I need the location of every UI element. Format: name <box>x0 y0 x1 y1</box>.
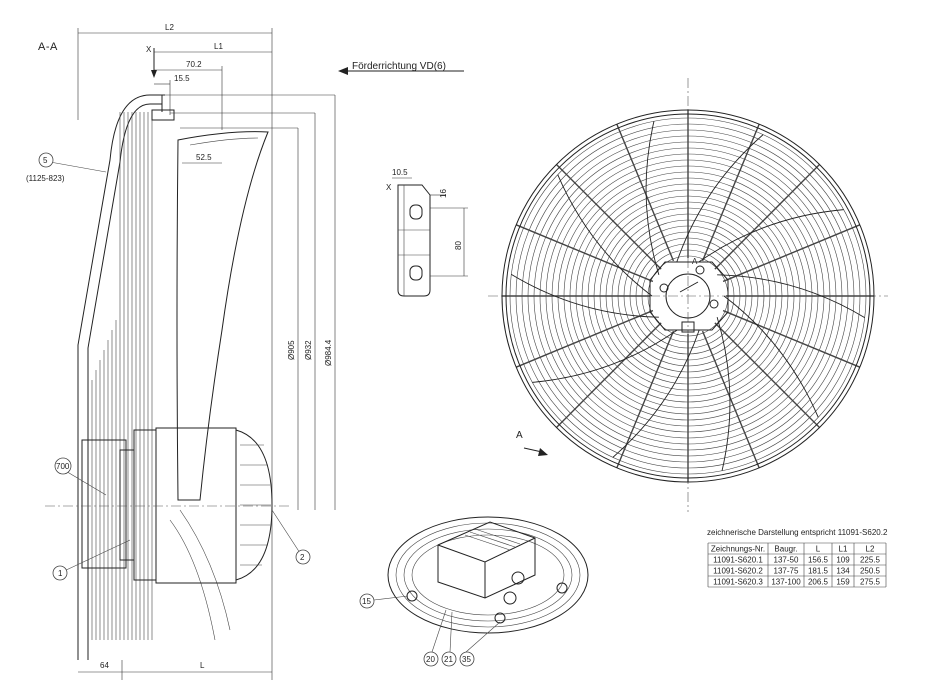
callout-2: 2 <box>300 553 305 562</box>
table-header-cell: L1 <box>839 545 848 554</box>
callout-21: 21 <box>444 655 453 664</box>
dim-dia-984: Ø984.4 <box>324 339 333 366</box>
table-cell: 134 <box>836 567 850 576</box>
table-cell: 275.5 <box>860 578 881 587</box>
table-cell: 137-75 <box>774 567 799 576</box>
dimension-table: zeichnerische Darstellung entspricht 110… <box>707 528 888 588</box>
guard-spoke <box>722 309 861 368</box>
dim-l1: L1 <box>214 42 223 51</box>
guard-spoke <box>714 322 821 429</box>
fan-blade-edge <box>723 295 819 418</box>
fan-blade-edge <box>716 317 731 471</box>
fan-blade-edge <box>557 174 653 297</box>
fan-blade-edge <box>717 274 865 318</box>
table-caption: zeichnerische Darstellung entspricht 110… <box>707 528 888 537</box>
detail-x-view: X 10.5 16 80 <box>386 168 468 297</box>
fan-blade-edge <box>645 121 660 275</box>
detail-dim-16: 16 <box>439 189 448 198</box>
table-cell: 159 <box>836 578 850 587</box>
callout-1: 1 <box>58 569 63 578</box>
table-cell: 137-50 <box>774 556 799 565</box>
callout-5: 5 <box>43 156 48 165</box>
perspective-detail: 15 20 21 35 <box>359 516 589 667</box>
guard-spoke <box>714 163 821 270</box>
callout-5-sub: (1125-823) <box>26 174 65 183</box>
guard-spoke <box>515 309 654 368</box>
table-cell: 137-100 <box>771 578 801 587</box>
dim-dia-932: Ø932 <box>304 340 313 360</box>
section-label: A-A <box>38 41 58 53</box>
table-header-cell: Zeichnungs-Nr. <box>711 545 765 554</box>
guard-spoke <box>722 224 861 283</box>
table-cell: 225.5 <box>860 556 881 565</box>
dim-l: L <box>200 661 205 670</box>
table-cell: 181.5 <box>808 567 829 576</box>
dim-dia-905: Ø905 <box>287 340 296 360</box>
table-cell: 156.5 <box>808 556 829 565</box>
callout-20: 20 <box>426 655 435 664</box>
section-marker-lower: A <box>516 430 523 441</box>
table-cell: 11091-S620.3 <box>713 578 763 587</box>
dim-l2: L2 <box>165 23 174 32</box>
fan-blade-edge <box>532 329 678 383</box>
view-x-label: X <box>146 45 152 54</box>
dim-15-5: 15.5 <box>174 74 190 83</box>
section-marker-upper: A <box>692 257 698 266</box>
guard-spoke <box>616 123 675 262</box>
table-header-cell: L <box>816 545 821 554</box>
table-cell: 250.5 <box>860 567 881 576</box>
table-cell: 11091-S620.1 <box>713 556 763 565</box>
callout-15: 15 <box>362 597 371 606</box>
dim-52-5: 52.5 <box>196 153 212 162</box>
guard-spoke <box>555 322 662 429</box>
guard-spoke <box>515 224 654 283</box>
callout-700: 700 <box>56 462 70 471</box>
flow-direction-label: Förderrichtung VD(6) <box>352 61 446 72</box>
table-cell: 11091-S620.2 <box>713 567 763 576</box>
fan-blade-edge <box>612 330 700 458</box>
fan-blade-edge <box>698 209 844 263</box>
front-view-guard: A A <box>488 78 888 512</box>
detail-dim-80: 80 <box>454 241 463 250</box>
table-header-cell: Baugr. <box>774 545 797 554</box>
guard-spoke <box>701 330 760 469</box>
guard-spoke <box>555 163 662 270</box>
table-header-cell: L2 <box>866 545 875 554</box>
table-cell: 206.5 <box>808 578 829 587</box>
side-section-view: A-A L2 L1 70.2 15.5 X Förderrichtung VD(… <box>26 23 464 680</box>
fan-blade-edge <box>511 274 659 318</box>
table-cell: 109 <box>836 556 850 565</box>
callout-35: 35 <box>462 655 471 664</box>
dim-64: 64 <box>100 661 109 670</box>
dim-70-2: 70.2 <box>186 60 202 69</box>
detail-dim-10-5: 10.5 <box>392 168 408 177</box>
detail-x-label: X <box>386 183 392 192</box>
fan-blade-edge <box>676 134 764 262</box>
